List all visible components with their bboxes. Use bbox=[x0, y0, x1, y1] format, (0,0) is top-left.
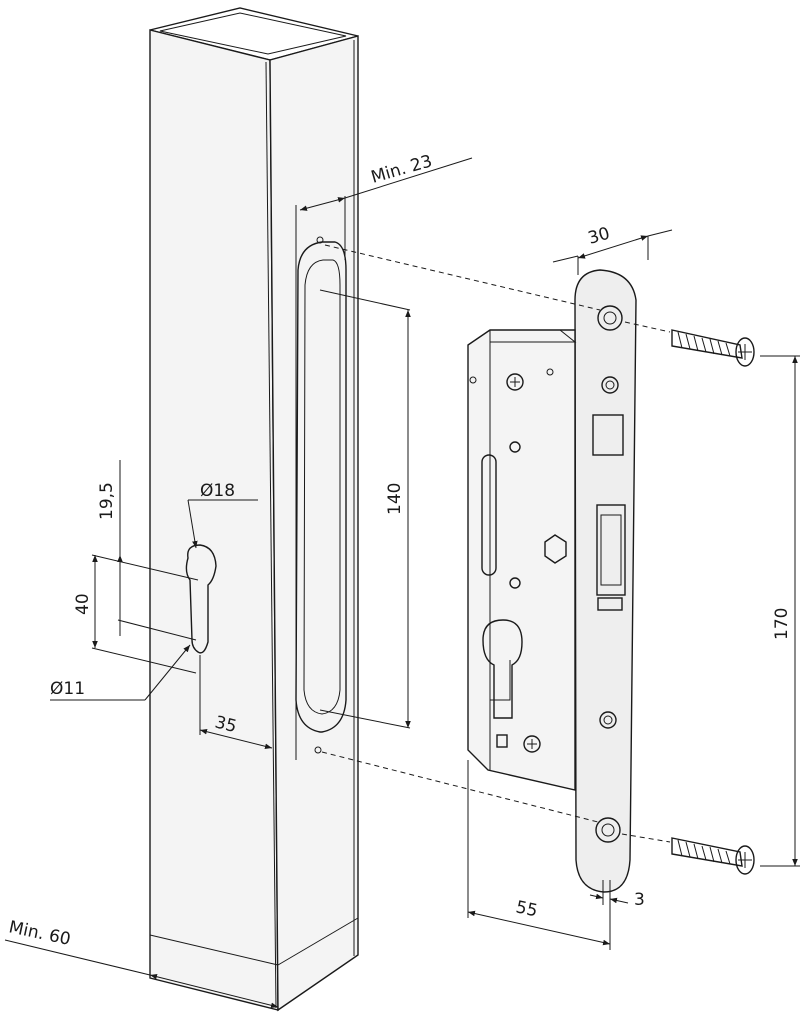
screw-hole-bottom bbox=[595, 817, 621, 843]
label-3: 3 bbox=[634, 890, 645, 910]
dimension-labels: Min. 23 140 Ø18 19,5 40 Ø11 35 Min. 60 3… bbox=[7, 151, 792, 950]
cylinder-hole bbox=[185, 544, 217, 654]
label-d11: Ø11 bbox=[50, 679, 85, 699]
lock-faceplate bbox=[574, 269, 637, 893]
projection-lines bbox=[321, 196, 671, 843]
cylinder-cutout bbox=[482, 619, 523, 719]
label-d18: Ø18 bbox=[200, 481, 235, 501]
lock-body bbox=[467, 329, 577, 791]
label-170: 170 bbox=[772, 608, 792, 640]
label-30: 30 bbox=[586, 224, 612, 249]
label-19-5: 19,5 bbox=[97, 482, 117, 520]
mortise-slot bbox=[295, 205, 347, 760]
phillips-screw-icon bbox=[506, 373, 524, 391]
screw-hole-top bbox=[597, 305, 623, 331]
label-min-23: Min. 23 bbox=[369, 151, 435, 187]
screw-bottom bbox=[671, 837, 755, 875]
label-min-60: Min. 60 bbox=[7, 917, 72, 950]
screw-top bbox=[671, 329, 755, 367]
latch-bolt bbox=[592, 414, 626, 611]
square-post bbox=[149, 7, 359, 1012]
dimension-lines bbox=[4, 157, 800, 1009]
phillips-screw-icon bbox=[523, 735, 541, 753]
label-140: 140 bbox=[385, 483, 405, 515]
hex-nut-icon bbox=[544, 534, 567, 564]
label-55: 55 bbox=[514, 897, 539, 921]
label-40: 40 bbox=[73, 593, 93, 615]
